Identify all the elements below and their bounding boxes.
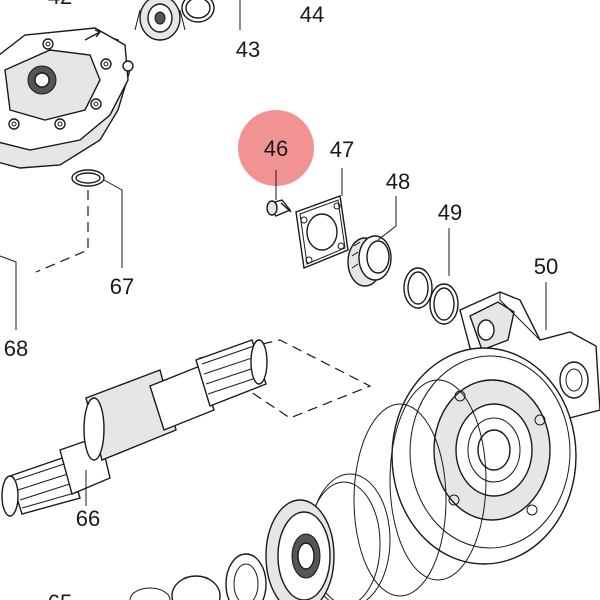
label-47: 47 (330, 137, 354, 162)
label-68: 68 (4, 336, 28, 361)
label-65: 65 (48, 590, 72, 600)
label-66: 66 (76, 506, 100, 531)
label-43: 43 (236, 37, 260, 62)
highlight-circle (238, 110, 314, 186)
o-rings-49 (403, 267, 459, 325)
label-49: 49 (438, 200, 462, 225)
screw-46 (266, 199, 292, 217)
label-67: 67 (110, 274, 134, 299)
top-bearing (134, 0, 186, 41)
label-50: 50 (534, 254, 558, 279)
pump-head-housing (0, 27, 134, 169)
o-ring-large (389, 379, 487, 581)
label-46: 46 (264, 136, 288, 161)
label-48: 48 (386, 169, 410, 194)
seal-48 (347, 235, 392, 287)
lower-bearing (265, 499, 335, 600)
leader-67 (103, 179, 123, 268)
large-cover-assembly (391, 347, 577, 565)
shaft-66 (1, 339, 372, 517)
leader-68 (0, 255, 17, 330)
label-44: 44 (300, 2, 324, 27)
dashed-assembly-line-68 (35, 190, 89, 273)
leader-48 (377, 196, 397, 241)
o-ring-67 (71, 169, 105, 187)
washer-lower (225, 553, 267, 600)
gasket-plate-47 (295, 195, 349, 269)
label-42: 42 (48, 0, 72, 9)
